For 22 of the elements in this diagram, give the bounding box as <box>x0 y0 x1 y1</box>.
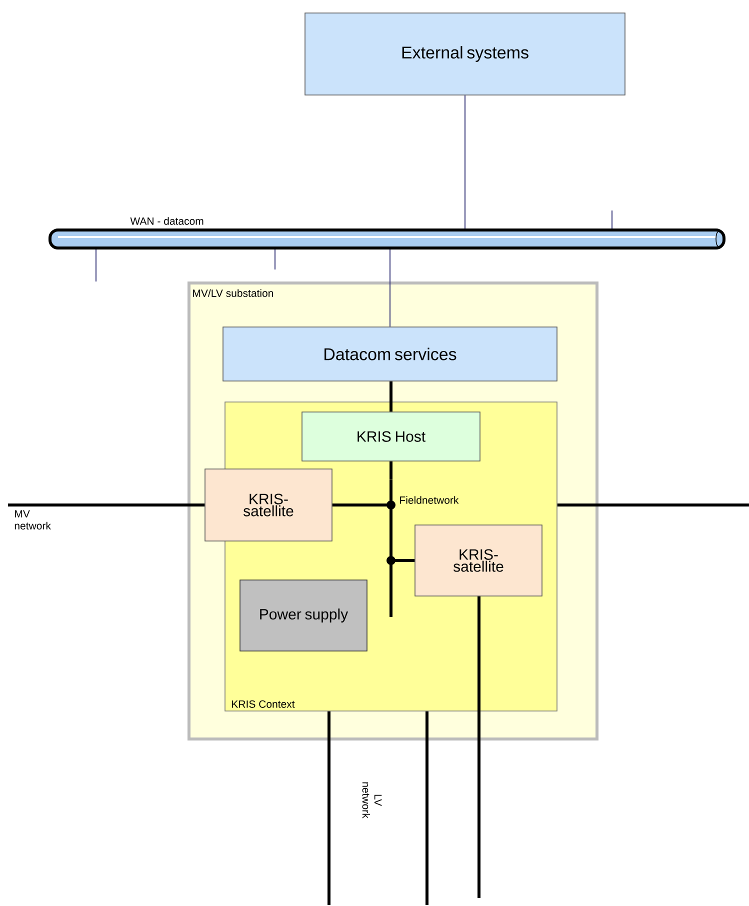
host-box: KRIS Host <box>302 412 480 462</box>
network-line <box>274 249 276 270</box>
edge-label: MV network <box>14 510 51 530</box>
node-label: WAN - datacom <box>130 217 204 225</box>
network-line <box>8 504 205 506</box>
bus-label: Fieldnetwork <box>400 496 459 504</box>
power-supply-box: Power supply <box>240 580 368 652</box>
network-line <box>386 556 415 565</box>
wan-pipe: WAN - datacom <box>48 217 726 250</box>
network-line <box>332 500 396 510</box>
network-line <box>464 94 466 229</box>
network-line <box>390 381 392 412</box>
satellite-box: KRIS- satellite <box>414 524 542 596</box>
network-line <box>390 461 392 480</box>
network-line <box>426 711 428 905</box>
network-line <box>328 711 330 905</box>
system-box: External systems <box>304 12 626 96</box>
network-label: LV network <box>362 782 382 818</box>
network-line <box>557 504 749 506</box>
service-box: Datacom services <box>222 326 558 382</box>
network-line <box>478 596 480 898</box>
satellite-box: KRIS- satellite <box>204 468 332 542</box>
